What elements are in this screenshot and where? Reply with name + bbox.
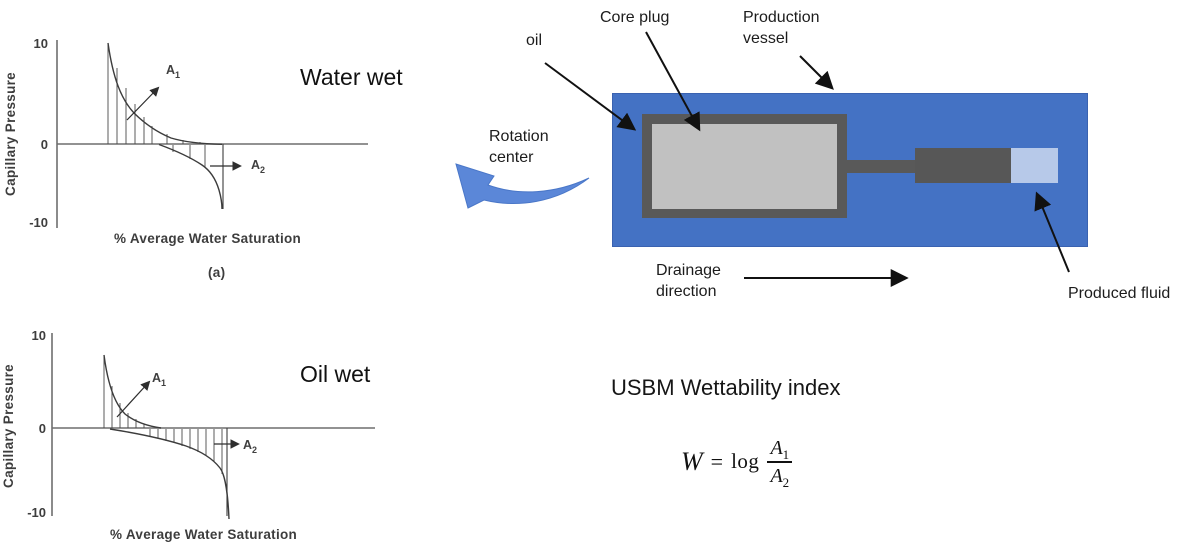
oil-label: oil (526, 32, 543, 49)
area-a1-label: A1 (166, 63, 180, 80)
y-tick-minus10: -10 (29, 215, 48, 230)
a1-hatch-lines (103, 356, 145, 428)
a1-pointer-arrow (116, 380, 151, 418)
rotation-center-label-line1: Rotation (489, 128, 549, 145)
produced-fluid-label: Produced fluid (1068, 285, 1171, 302)
positive-capillary-curve (107, 42, 223, 145)
water-wet-capillary-pressure-chart: 10 0 -10 Capillary Pressure % Average Wa… (3, 36, 368, 280)
x-axis-title: % Average Water Saturation (110, 527, 297, 542)
produced-fluid-shape (1011, 148, 1058, 183)
formula-log-function: log (731, 449, 760, 474)
area-a2-label: A2 (251, 158, 265, 175)
y-tick-minus10: -10 (27, 505, 46, 520)
y-tick-0: 0 (39, 421, 46, 436)
formula-equals-sign: = (710, 448, 724, 474)
a2-hatch-lines (149, 429, 223, 474)
y-axis-title: Capillary Pressure (3, 72, 18, 196)
rotation-swoosh-arrow-icon (455, 163, 590, 209)
oil-wet-title: Oil wet (300, 361, 371, 387)
drainage-direction-label-line1: Drainage (656, 262, 721, 279)
y-axis-title: Capillary Pressure (1, 364, 16, 488)
area-a1-label: A1 (152, 371, 166, 388)
y-tick-10: 10 (32, 328, 46, 343)
positive-capillary-curve (103, 354, 162, 429)
production-vessel-arrow (799, 55, 834, 90)
core-plug-shape (652, 124, 837, 209)
production-vessel-label: Production vessel (743, 8, 820, 50)
outlet-stem-shape (845, 160, 917, 173)
rotation-center-label: Rotation center (489, 127, 549, 169)
oil-wet-capillary-pressure-chart: 10 0 -10 Capillary Pressure % Average Wa… (1, 328, 375, 542)
y-tick-0: 0 (41, 137, 48, 152)
a1-pointer-arrow (126, 86, 160, 121)
panel-tag-a: (a) (208, 265, 225, 280)
collection-tube-shape (915, 148, 1011, 183)
core-plug-label: Core plug (600, 9, 670, 26)
x-axis-title: % Average Water Saturation (114, 231, 301, 246)
usbm-wettability-index-title: USBM Wettability index (611, 375, 841, 400)
drainage-direction-label-line2: direction (656, 282, 717, 300)
drainage-direction-label: Drainage direction (656, 261, 721, 303)
production-vessel-label-line1: Production (743, 9, 820, 26)
a2-hatch-lines (172, 145, 206, 168)
production-vessel-label-line2: vessel (743, 29, 789, 47)
negative-capillary-curve (109, 428, 230, 520)
formula-w-variable: W (681, 446, 703, 476)
formula-fraction-bar (767, 461, 793, 463)
negative-capillary-curve (158, 143, 223, 210)
water-wet-title: Water wet (300, 64, 403, 90)
rotation-center-label-line2: center (489, 148, 534, 166)
y-tick-10: 10 (34, 36, 48, 51)
area-a2-label: A2 (243, 438, 257, 455)
a1-hatch-lines (107, 44, 201, 144)
